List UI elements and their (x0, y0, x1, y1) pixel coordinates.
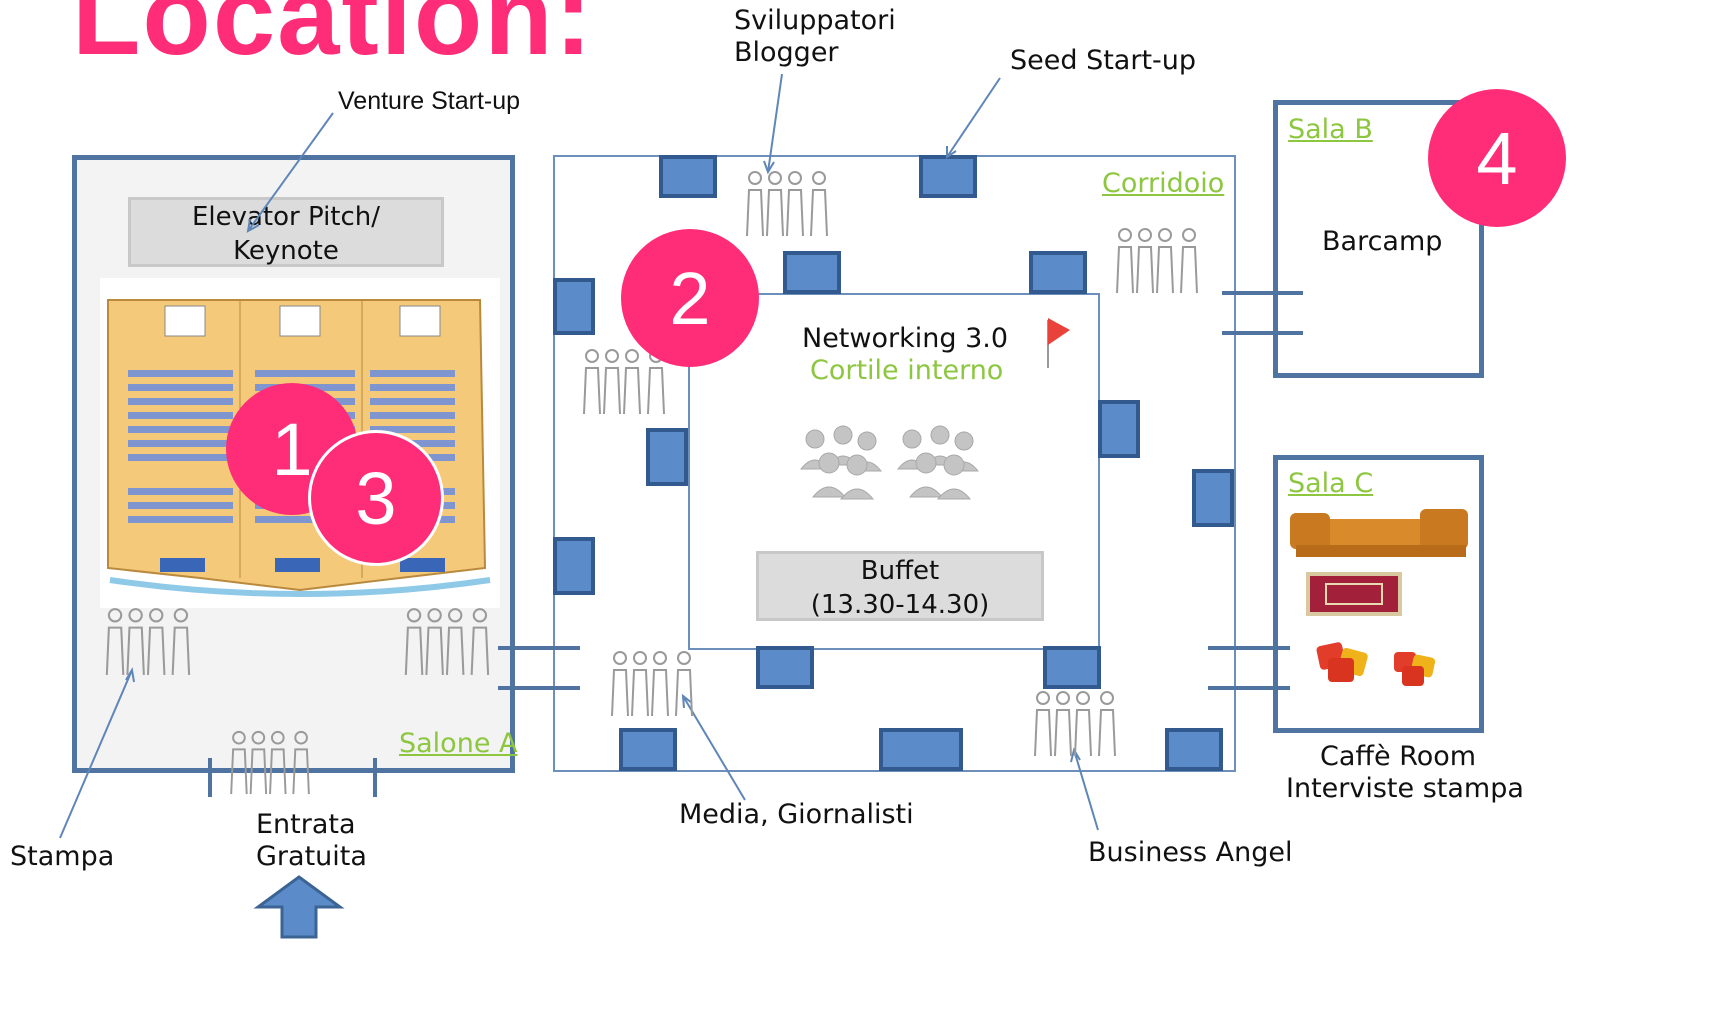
networking-label: Networking 3.0 (802, 323, 1009, 354)
people-group-icon (1116, 228, 1198, 294)
cushions-icon (1316, 642, 1368, 682)
corridor-outline (553, 155, 1236, 772)
corridoio-link[interactable]: Corridoio (1102, 168, 1225, 199)
media-giornalisti-label: Media, Giornalisti (679, 799, 914, 830)
table (783, 251, 841, 294)
stampa-label: Stampa (10, 841, 115, 872)
people-group-icon (611, 651, 693, 717)
people-group-icon (105, 608, 191, 675)
seed-startup-label: Seed Start-up (1010, 45, 1197, 76)
badge-2: 2 (621, 229, 759, 367)
page-title: Location: (72, 0, 594, 78)
sala-c-link[interactable]: Sala C (1288, 468, 1374, 499)
table (879, 728, 963, 771)
table (553, 537, 595, 595)
badge-3: 3 (308, 430, 444, 566)
rug-icon (1306, 572, 1402, 616)
table (1192, 469, 1234, 527)
barcamp-label: Barcamp (1322, 226, 1443, 257)
people-group-icon (583, 349, 665, 415)
crowd-icon (896, 425, 980, 500)
table (553, 278, 595, 335)
salone-a-link[interactable]: Salone A (399, 728, 518, 759)
badge-4: 4 (1428, 89, 1566, 227)
buffet-line2: (13.30-14.30) (810, 590, 990, 620)
sofa-icon (1290, 509, 1468, 557)
table (659, 155, 717, 198)
buffet-area: Buffet (13.30-14.30) (756, 551, 1044, 621)
elevator-pitch-stage: Elevator Pitch/ Keynote (128, 197, 444, 267)
elevator-line2: Keynote (233, 236, 339, 266)
sviluppatori-label: Sviluppatori (734, 5, 896, 36)
people-group-icon (404, 608, 490, 675)
table (1043, 646, 1101, 689)
interviste-stampa-label: Interviste stampa (1286, 773, 1524, 804)
business-angel-label: Business Angel (1088, 837, 1293, 868)
entrata-label: Entrata (256, 809, 356, 840)
table (1098, 400, 1140, 458)
table (1165, 728, 1223, 771)
gratuita-label: Gratuita (256, 841, 367, 872)
table (1029, 251, 1087, 294)
elevator-line1: Elevator Pitch/ (191, 202, 381, 232)
buffet-line1: Buffet (860, 556, 940, 586)
crowd-icon (799, 425, 883, 500)
table (756, 646, 814, 689)
cortile-label: Cortile interno (810, 355, 1004, 386)
people-group-icon (1034, 691, 1116, 757)
table (646, 428, 688, 486)
caffe-room-label: Caffè Room (1320, 741, 1477, 772)
people-group-icon (746, 171, 828, 237)
venture-startup-label: Venture Start-up (338, 87, 521, 115)
cushions-icon (1394, 652, 1436, 686)
people-group-icon (230, 730, 310, 795)
sala-b-link[interactable]: Sala B (1288, 114, 1373, 145)
table (619, 728, 677, 771)
blogger-label: Blogger (734, 37, 839, 68)
